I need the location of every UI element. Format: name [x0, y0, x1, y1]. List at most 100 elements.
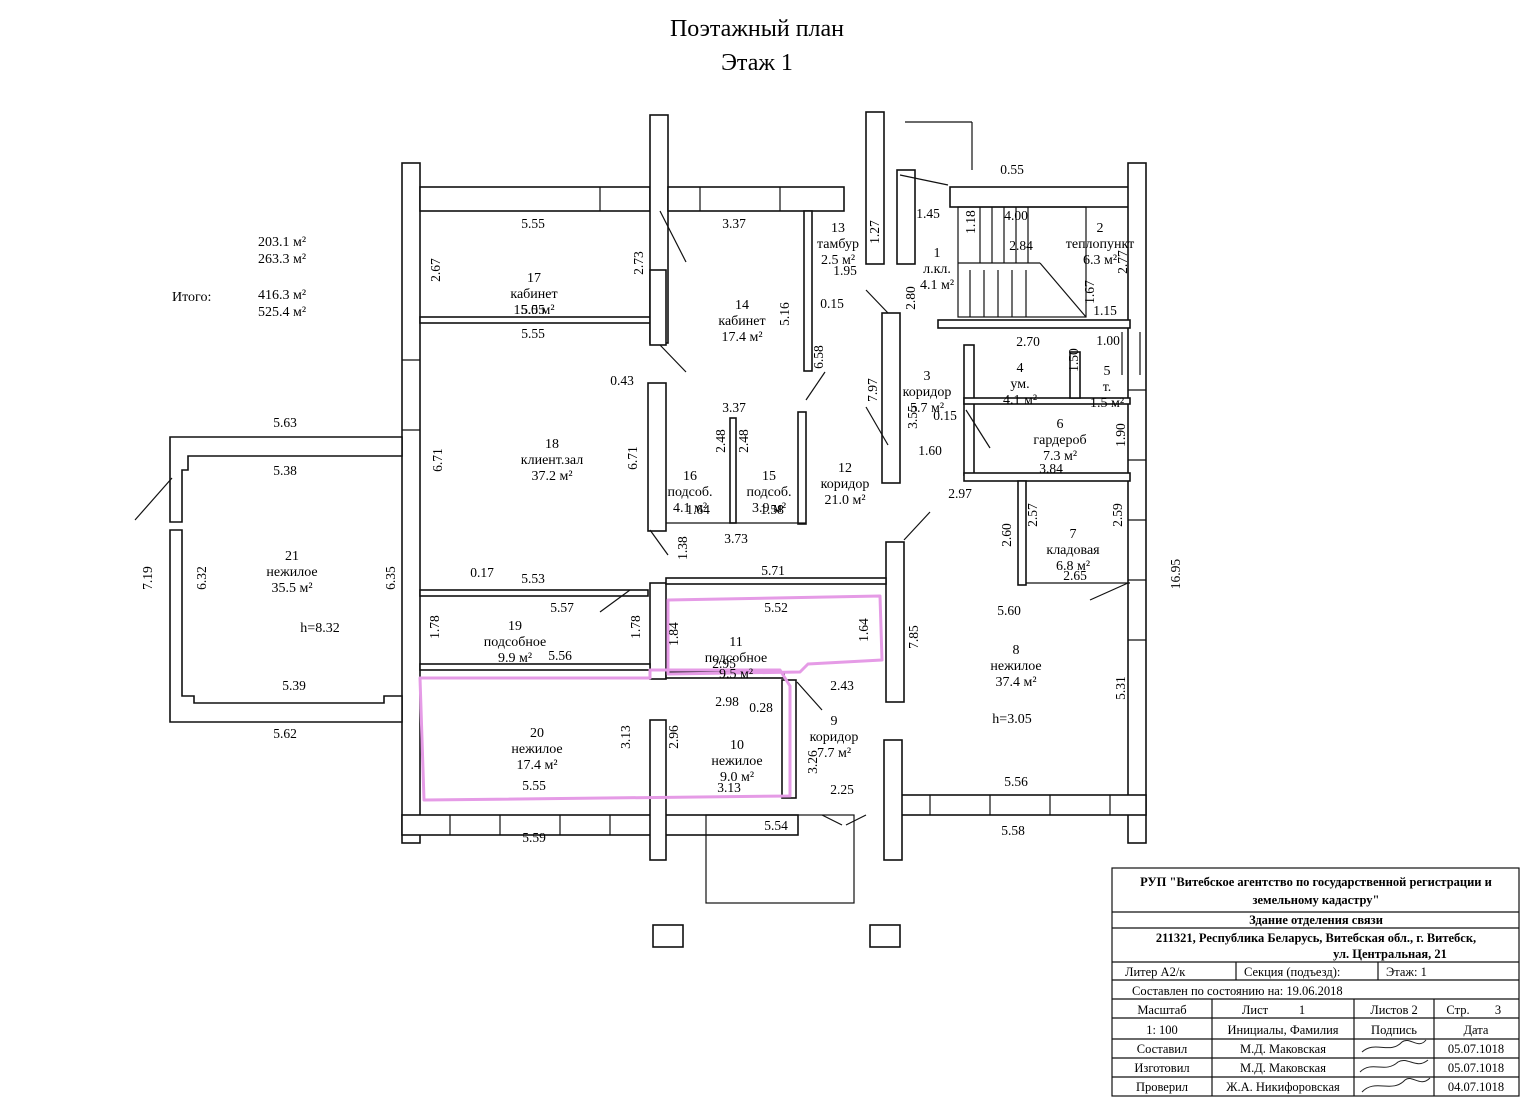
dimension-label: 2.96 [666, 725, 681, 749]
tb-role-1: Составил [1137, 1042, 1187, 1056]
wall-entrance-east [896, 169, 916, 265]
room-5-number: 5 [1104, 364, 1111, 379]
dimension-label: 5.59 [522, 830, 546, 845]
room-9-area: 7.7 м² [817, 746, 851, 761]
dimension-label: 5.62 [273, 726, 297, 741]
room-12-number: 12 [838, 461, 852, 476]
dimension-label: 2.70 [1016, 334, 1040, 349]
room-12-name: коридор [821, 477, 870, 492]
room-19-number: 19 [508, 619, 522, 634]
tb-v-page: 3 [1495, 1003, 1501, 1017]
tb-floor: Этаж: 1 [1386, 965, 1427, 979]
room-14-number: 14 [735, 298, 749, 313]
room-6-area: 7.3 м² [1043, 449, 1077, 464]
tb-org-1: РУП "Витебское агентство по государствен… [1140, 875, 1492, 889]
dimension-label: 1.27 [867, 220, 882, 244]
dimension-label: 5.55 [521, 302, 545, 317]
dimension-label: 6.71 [430, 448, 445, 472]
dimension-label: 3.37 [722, 400, 746, 415]
room-9-number: 9 [831, 714, 838, 729]
tb-name-2: М.Д. Маковская [1240, 1061, 1326, 1075]
room-14-area: 17.4 м² [721, 330, 762, 345]
dimension-label: 2.95 [712, 656, 736, 671]
dimension-label: 0.55 [1000, 162, 1024, 177]
dimension-label: 0.43 [610, 373, 634, 388]
dimension-label: 5.38 [273, 463, 297, 478]
room-8-name: нежилое [990, 659, 1041, 674]
dimension-label: 2.60 [999, 523, 1014, 547]
dimension-label: 6.58 [811, 345, 826, 369]
height-room-21: h=8.32 [300, 621, 339, 636]
total-area-2: 263.3 м² [258, 252, 306, 267]
tb-h-date: Дата [1464, 1023, 1489, 1037]
tb-date-3: 04.07.1018 [1448, 1080, 1504, 1094]
room-1-name: л.кл. [923, 262, 951, 277]
dimension-label: 5.31 [1113, 676, 1128, 700]
dimension-label: 6.32 [194, 566, 209, 590]
wall-north-3 [949, 186, 1131, 208]
signature-2 [1359, 1059, 1429, 1073]
stair-treads [958, 207, 1087, 318]
wall-south-pier-1 [649, 719, 667, 861]
room-5-name: т. [1103, 380, 1112, 395]
tb-h-page: Стр. [1446, 1003, 1469, 1017]
dimension-label: 6.35 [383, 566, 398, 590]
total-label: Итого: [172, 290, 211, 305]
tb-role-2: Изготовил [1134, 1061, 1189, 1075]
step-block-2 [869, 924, 901, 948]
dimension-label: 5.55 [521, 326, 545, 341]
room-21-name: нежилое [266, 565, 317, 580]
tb-h-sheets: Листов 2 [1370, 1003, 1418, 1017]
dimension-label: 7.97 [865, 378, 880, 402]
dimension-label: 2.59 [1110, 503, 1125, 527]
room-3-area: 5.7 м² [910, 401, 944, 416]
room-13-name: тамбур [817, 237, 859, 252]
dimension-label: 0.17 [470, 565, 494, 580]
room-11-area: 9.5 м² [719, 667, 753, 682]
dimension-label: 3.26 [805, 750, 820, 774]
room-20-name: нежилое [511, 742, 562, 757]
dimension-label: 4.00 [1004, 208, 1028, 223]
step-block-1 [652, 924, 684, 948]
porch [705, 814, 855, 904]
room-7-number: 7 [1070, 527, 1077, 542]
dimension-label: 5.53 [521, 571, 545, 586]
room-4-area: 4.1 м² [1003, 393, 1037, 408]
tb-address-1: 211321, Республика Беларусь, Витебская о… [1156, 931, 1476, 945]
dimension-label: 0.28 [749, 700, 773, 715]
room-12-area: 21.0 м² [824, 493, 865, 508]
room-1-number: 1 [934, 246, 941, 261]
room-6-number: 6 [1057, 417, 1064, 432]
dimension-label: 1.64 [856, 618, 871, 642]
tb-h-sheet: Лист [1242, 1003, 1269, 1017]
walls [134, 111, 1147, 948]
room-4-name: ум. [1010, 377, 1029, 392]
dimension-label: 2.25 [830, 782, 854, 797]
dimension-label: 2.48 [713, 429, 728, 453]
wall-north-2 [667, 186, 845, 212]
height-room-8: h=3.05 [992, 712, 1031, 727]
dimension-label: 5.58 [1001, 823, 1025, 838]
dimension-label: 1.78 [628, 615, 643, 639]
wall-12-3 [881, 312, 901, 484]
dimension-label: 5.56 [1004, 774, 1028, 789]
dimension-label: 2.65 [1063, 568, 1087, 583]
room-3-number: 3 [924, 369, 931, 384]
dimension-label: 3.13 [618, 725, 633, 749]
dimension-label: 1.45 [916, 206, 940, 221]
wall-entrance-west [865, 111, 885, 265]
dimension-label: 2.98 [715, 694, 739, 709]
room-7-name: кладовая [1046, 543, 1100, 558]
dimension-label: 5.60 [997, 603, 1021, 618]
area-totals: 203.1 м² 263.3 м² Итого: 416.3 м² 525.4 … [172, 235, 306, 320]
wall-14-13 [803, 210, 813, 372]
tb-building: Здание отделения связи [1249, 913, 1383, 927]
room-2-area: 6.3 м² [1083, 253, 1117, 268]
dimension-label: 5.57 [550, 600, 574, 615]
dimension-label: 1.95 [833, 263, 857, 278]
room-3-name: коридор [903, 385, 952, 400]
total-area-1: 203.1 м² [258, 235, 306, 250]
title-block: РУП "Витебское агентство по государствен… [1111, 867, 1520, 1097]
